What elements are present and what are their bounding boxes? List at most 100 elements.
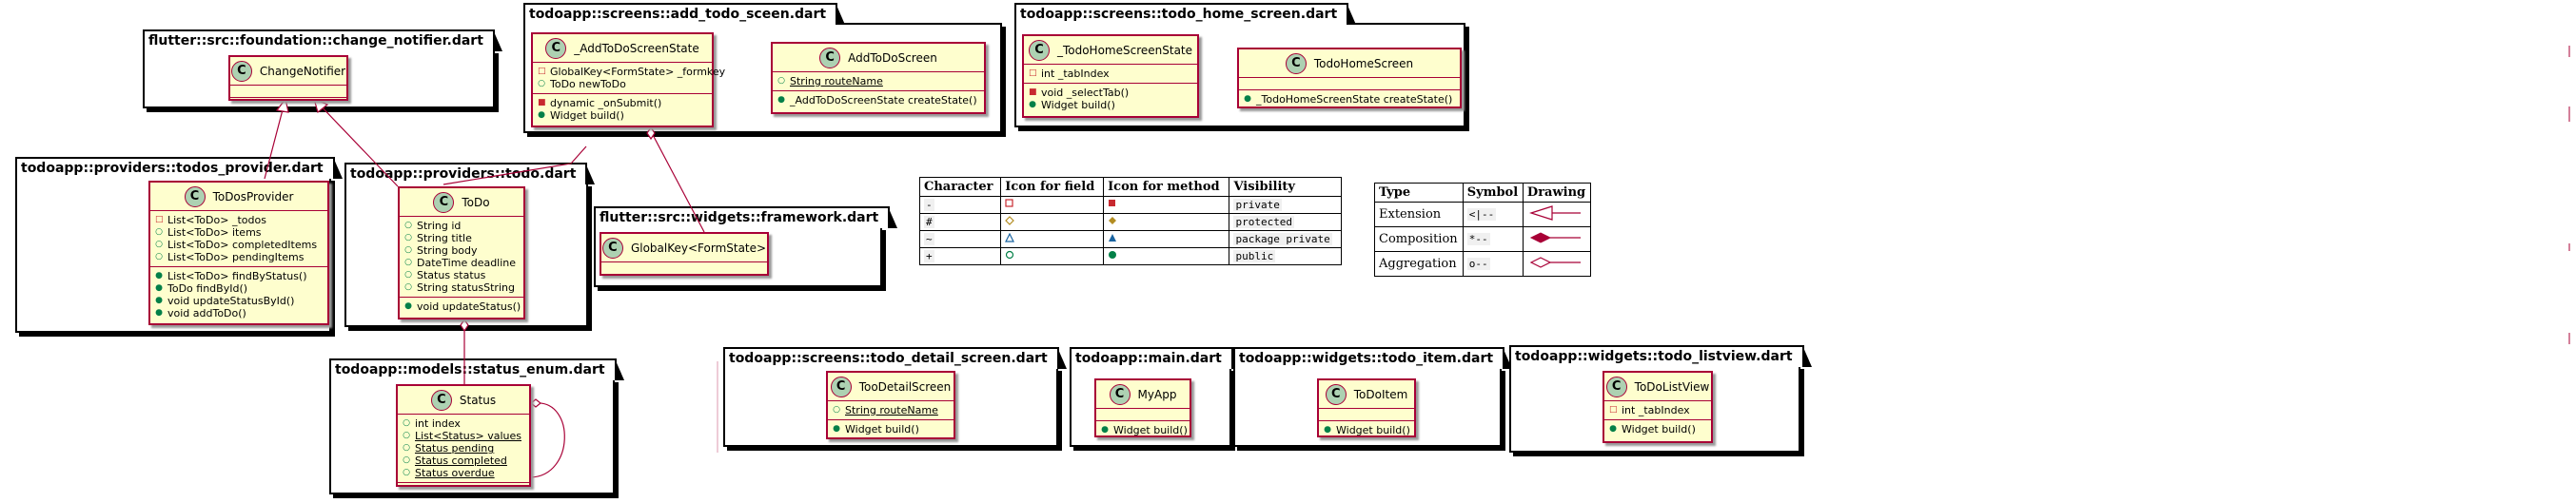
protected-field-icon [1000, 213, 1105, 231]
public-field-icon: ○ [403, 431, 410, 440]
class-field: ○String routeName [833, 404, 949, 416]
fields-section: ○String id○String title○String body○Date… [400, 217, 523, 298]
method-text: _AddToDoScreenState createState() [790, 94, 977, 106]
class-method: ●void updateStatusById() [155, 295, 323, 307]
private-field-icon: □ [155, 215, 164, 224]
class-icon: C [830, 376, 852, 397]
public-field-icon: ○ [404, 221, 412, 230]
relation-symbol: *-- [1466, 233, 1490, 245]
field-text: Status completed [415, 455, 507, 467]
class-field: □int _tabIndex [1609, 404, 1706, 416]
public-field-icon: ○ [155, 252, 163, 261]
class-name: ToDosProvider [212, 189, 294, 203]
fields-section: □int _tabIndex [1604, 401, 1711, 420]
public-method-icon [1103, 247, 1230, 265]
relation-type: Composition [1374, 226, 1464, 252]
field-text: String body [417, 244, 478, 257]
class-method: ●Widget build() [833, 423, 949, 435]
class-field: □GlobalKey<FormState> _formkey [538, 66, 725, 78]
method-text: void _selectTab() [1041, 87, 1130, 99]
public-method-icon: ● [1101, 425, 1109, 435]
field-text: DateTime deadline [417, 257, 517, 269]
public-method-icon: ● [833, 424, 840, 434]
class-field: ○ List<ToDo> pendingItems [155, 251, 323, 263]
visibility-char: # [924, 216, 934, 228]
public-method-icon: ● [155, 308, 163, 318]
public-field-icon: ○ [777, 76, 785, 86]
package-label: todoapp::providers::todos_provider.dart [15, 157, 343, 179]
class-icon: C [1325, 383, 1347, 405]
public-method-icon: ● [1324, 425, 1331, 435]
fields-section [230, 86, 346, 98]
class-icon: C [545, 37, 567, 59]
methods-section [230, 98, 346, 109]
public-method-icon: ● [777, 95, 785, 105]
package-field-icon [1000, 230, 1105, 248]
field-text: ToDo newToDo [550, 78, 626, 90]
public-field-icon: ○ [403, 455, 410, 465]
protected-method-icon [1103, 213, 1230, 231]
package-label: flutter::src::foundation::change_notifie… [143, 29, 502, 51]
fields-section: □List<ToDo> _todos○List<ToDo> items○List… [150, 211, 327, 267]
class-name: _TodoHomeScreenState [1056, 43, 1193, 57]
field-text: String routeName [845, 404, 938, 416]
extension-edge [313, 98, 399, 187]
class-field: ○int index [403, 417, 524, 430]
fields-section [1096, 409, 1190, 421]
fields-section: □GlobalKey<FormState> _formkey○ToDo newT… [533, 63, 725, 94]
class-field: □int _tabIndex [1029, 68, 1192, 80]
aggregation-edge [650, 130, 705, 233]
class-name: _AddToDoScreenState [574, 41, 699, 55]
class-method: ●Widget build() [1101, 424, 1188, 436]
class-field: ○String title [404, 232, 519, 244]
visibility-legend-table: Character Icon for field Icon for method… [918, 177, 1342, 265]
package-method-icon [1103, 230, 1230, 248]
aggregation-diamond [646, 126, 656, 141]
class-method: ●Widget build() [538, 109, 707, 122]
field-text: List<ToDo> pendingItems [167, 251, 305, 263]
methods-section: ●Widget build() [828, 420, 954, 438]
public-field-icon: ○ [404, 258, 412, 267]
class-field: ○ String body [404, 244, 519, 257]
class-field: ○Status overdue [403, 467, 524, 479]
relation-legend-table: Type Symbol Drawing Extension <|-- Compo… [1374, 183, 1592, 277]
method-text: ToDo findById() [167, 282, 248, 295]
class-field: ○List<ToDo> items [155, 226, 323, 239]
private-method-icon [1103, 196, 1230, 214]
package-label: todoapp::widgets::todo_listview.dart [1509, 345, 1812, 367]
class-field: ○List<ToDo> completedItems [155, 239, 323, 251]
public-field-icon: ○ [155, 227, 163, 237]
class-field: ○String statusString [404, 281, 519, 294]
public-field-icon: ○ [404, 245, 412, 255]
class-icon: C [433, 191, 455, 213]
public-field-icon: ○ [155, 240, 163, 249]
visibility-name: protected [1233, 216, 1295, 228]
methods-section: ●Widget build() [1319, 421, 1414, 439]
class-field: ○String id [404, 220, 519, 232]
methods-section: ●Widget build() [1604, 420, 1711, 438]
class-name: ChangeNotifier [259, 64, 346, 78]
methods-section: ●_TodoHomeScreenState createState() [1239, 90, 1460, 108]
class-field: ○Status pending [403, 442, 524, 455]
class-name: AddToDoScreen [848, 50, 937, 65]
class-name: GlobalKey<FormState> [630, 241, 767, 255]
public-method-icon: ● [538, 110, 545, 120]
legend-header: Drawing [1522, 183, 1592, 203]
private-field-icon: □ [538, 67, 546, 76]
class-add-todo-screen-state: C _AddToDoScreenState □GlobalKey<FormState… [531, 32, 725, 127]
methods-section: ■void _selectTab()●Widget build() [1024, 84, 1197, 114]
class-icon: C [1028, 39, 1050, 61]
field-text: Status status [417, 269, 486, 281]
association-edge [442, 145, 587, 185]
visibility-char: + [924, 250, 934, 262]
private-method-icon: ■ [1029, 87, 1037, 97]
method-text: List<ToDo> findByStatus() [167, 270, 307, 282]
legend-header: Visibility [1229, 177, 1342, 197]
public-field-icon: ○ [403, 443, 410, 453]
